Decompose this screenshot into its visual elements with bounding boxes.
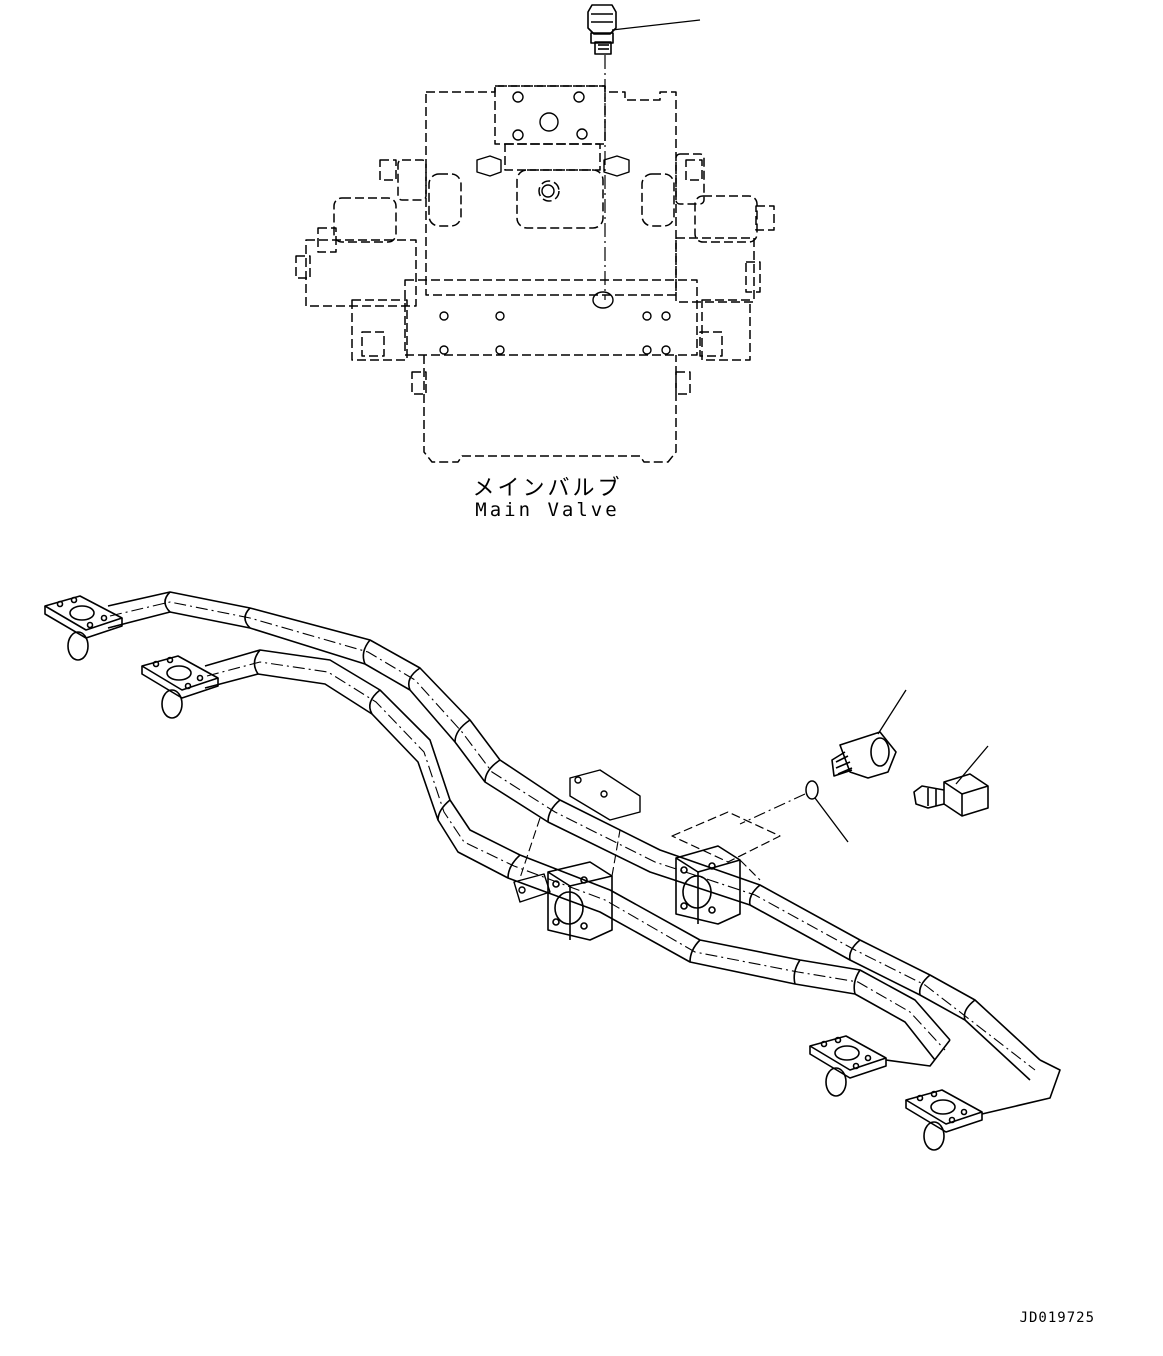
pressure-switch <box>913 773 989 817</box>
pipe-center-block-left <box>547 861 613 941</box>
pipe-flange-right-upper <box>809 1035 951 1097</box>
main-valve-label-en: Main Valve <box>475 499 620 521</box>
elbow-fitting <box>831 731 897 779</box>
leader-line-elbow <box>877 689 907 735</box>
leader-line-switch <box>955 745 989 785</box>
pipe-bracket <box>513 769 641 903</box>
main-valve-solid-details <box>439 91 671 355</box>
sensor-mounting-plate <box>671 811 781 863</box>
pipe-phantom-lines <box>519 817 761 881</box>
pipe-assembly <box>107 591 1041 1081</box>
pipe-flange-right-lower <box>905 1059 1061 1151</box>
install-line-o-ring <box>739 793 806 825</box>
leader-line-sensor <box>611 19 701 31</box>
o-ring <box>805 780 819 800</box>
leader-line-o-ring <box>814 797 849 843</box>
drawing-id: JD019725 <box>1019 1310 1095 1326</box>
pipe-flange-lower-left <box>141 655 219 719</box>
pipe-center-block-right <box>675 845 741 925</box>
main-valve-label-jp: メインバルブ <box>472 476 623 501</box>
pipe-flange-upper-left <box>44 595 123 661</box>
top-pressure-sensor <box>587 4 617 55</box>
main-valve <box>295 85 775 463</box>
